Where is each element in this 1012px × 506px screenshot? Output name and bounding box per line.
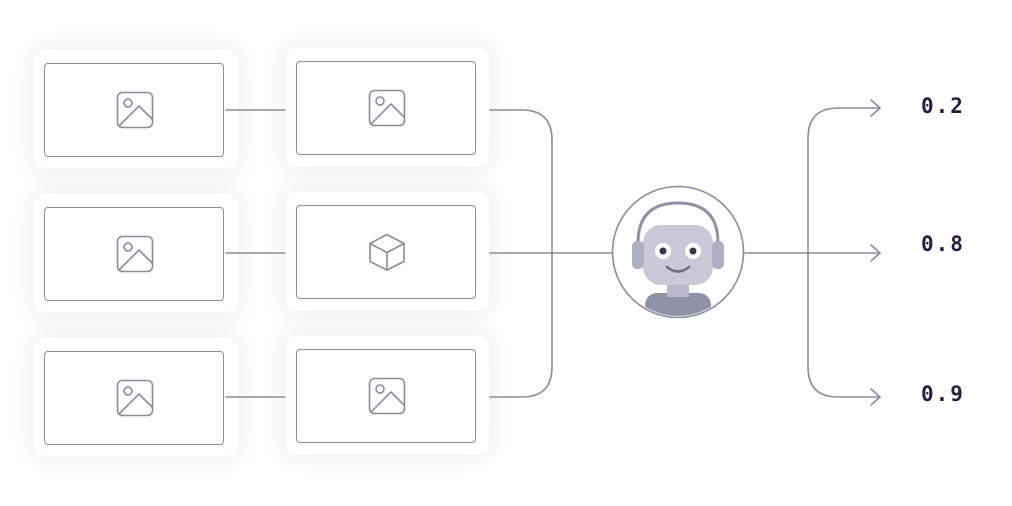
input-tile [44,351,224,445]
processed-tile [296,205,476,299]
output-score: 0.9 [921,382,965,406]
output-score: 0.2 [921,94,965,118]
image-icon [116,379,154,417]
input-tile [44,207,224,301]
arrow-head [870,388,881,406]
headset-band [636,201,720,245]
robot-head [643,225,713,285]
image-icon [116,91,154,129]
image-icon [116,235,154,273]
image-icon [368,89,406,127]
robot-headset-icon [611,185,745,319]
split-bracket [807,107,881,398]
cube-icon [369,233,405,271]
arrow-head [870,244,881,262]
processed-tile [296,349,476,443]
arrow-head [870,99,881,117]
robot-body [645,293,711,316]
robot-smile [665,265,691,273]
headset-ear-right [712,241,724,269]
processed-tile [296,61,476,155]
headset-ear-left [632,241,644,269]
image-icon [368,377,406,415]
output-score: 0.8 [921,232,965,256]
input-tile [44,63,224,157]
